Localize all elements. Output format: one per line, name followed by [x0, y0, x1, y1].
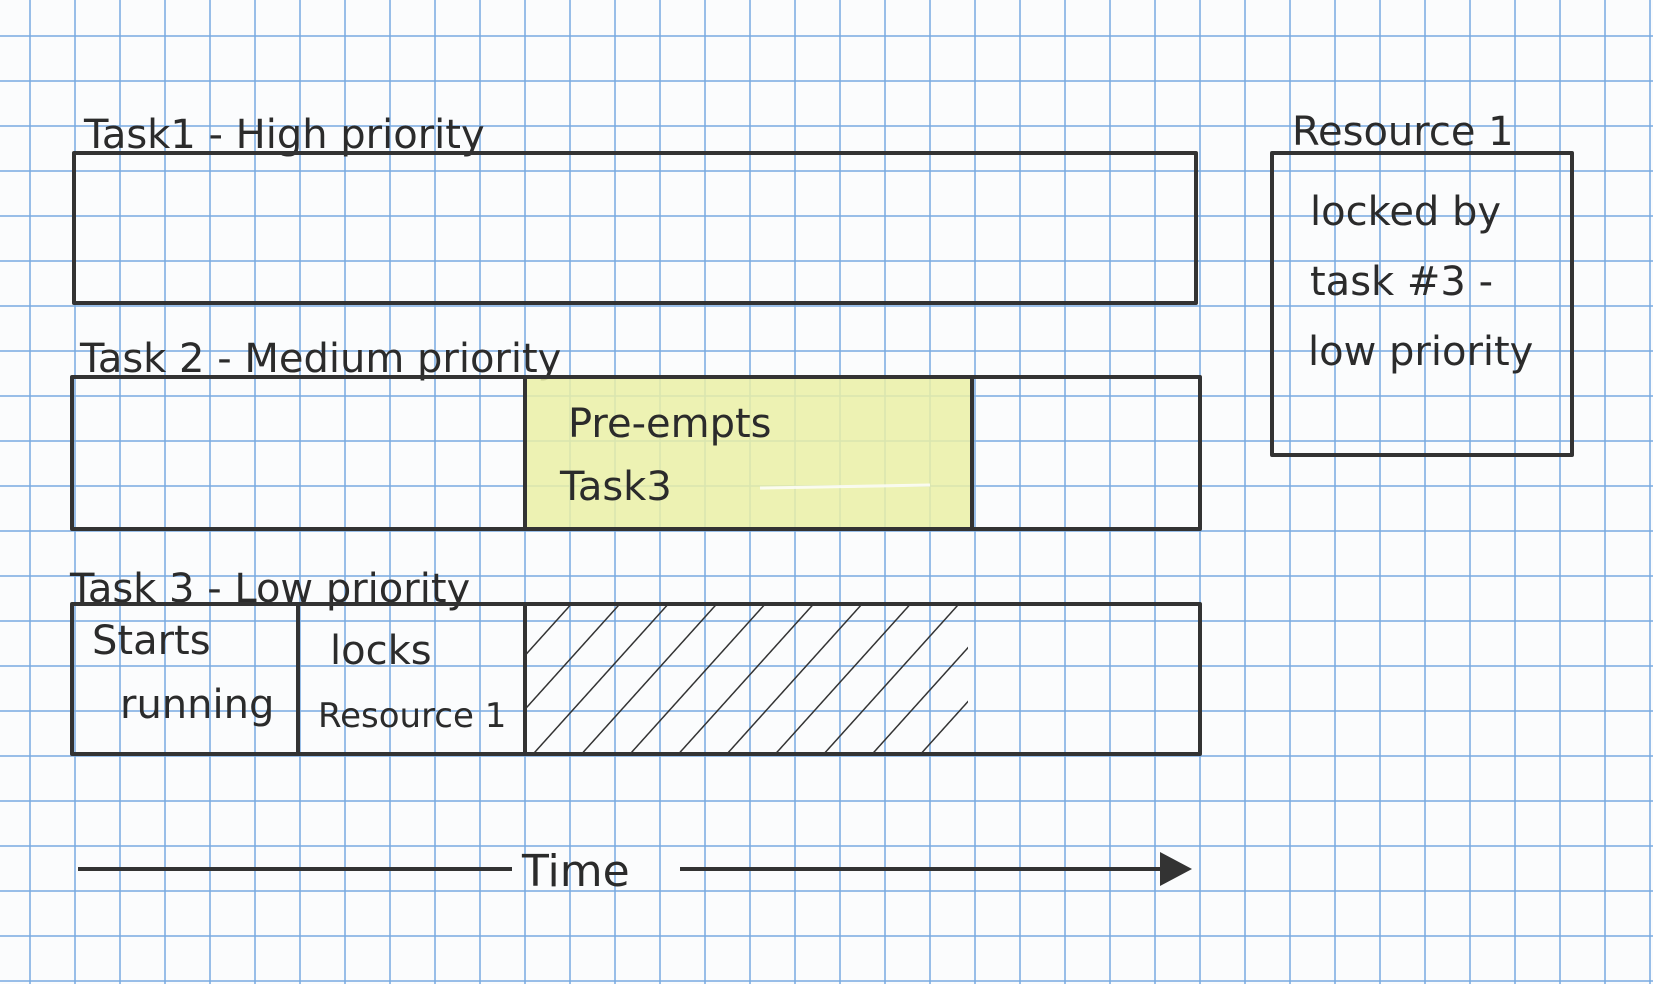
task3-timeline-box — [70, 602, 1202, 756]
resource-line1: locked by — [1310, 189, 1501, 235]
task2-segment-line1: Pre-empts — [568, 401, 772, 447]
resource-title: Resource 1 — [1292, 109, 1514, 155]
task2-label: Task 2 - Medium priority — [79, 336, 561, 382]
time-axis-label: Time — [521, 846, 630, 897]
resource-line2: task #3 - — [1310, 259, 1493, 305]
task2-highlight-streak — [759, 483, 931, 490]
task1-label: Task1 - High priority — [83, 112, 485, 158]
task3-segment1-line1: Starts — [92, 618, 211, 664]
task2-timeline-box — [70, 375, 1202, 531]
resource-line3: low priority — [1308, 329, 1533, 375]
time-axis-arrowhead — [1160, 852, 1192, 886]
task3-segment2-line1: locks — [330, 628, 432, 674]
task3-segment1-line2: running — [120, 682, 274, 728]
task2-highlight — [525, 378, 972, 530]
task3-segment2-line2: Resource 1 — [318, 696, 506, 736]
task3-hatched-segment — [525, 606, 968, 754]
resource-box — [1270, 151, 1574, 457]
task2-segment-line2: Task3 — [559, 464, 672, 510]
task1-timeline-box — [72, 151, 1198, 305]
